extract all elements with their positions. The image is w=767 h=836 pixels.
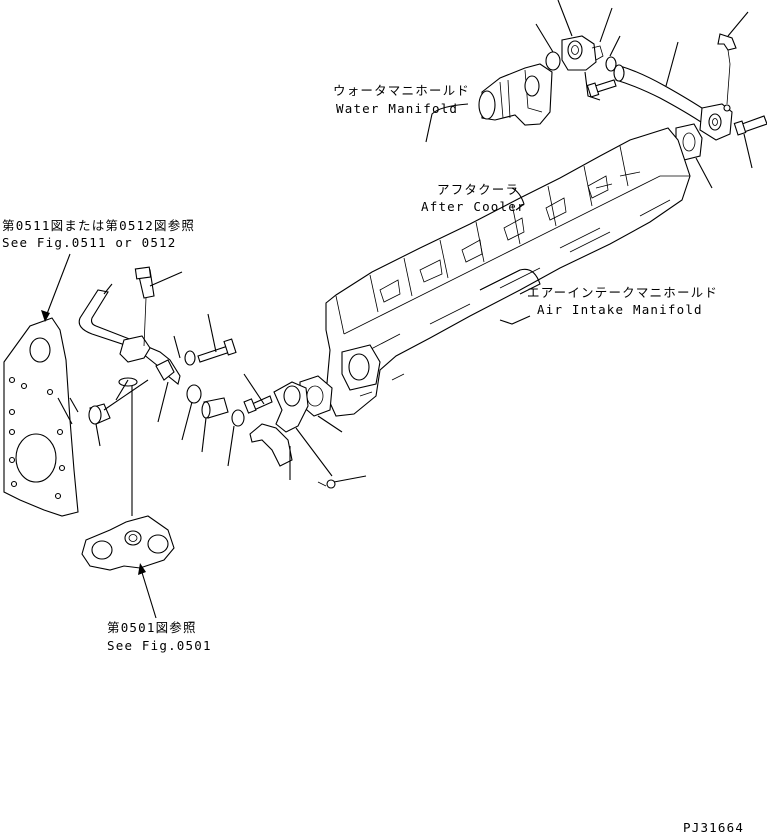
plug-bolt bbox=[317, 479, 336, 489]
water-outlet-connector bbox=[561, 35, 604, 71]
water-manifold-oring bbox=[545, 51, 561, 71]
sleeve-left bbox=[88, 403, 111, 425]
after-cooler bbox=[325, 127, 691, 417]
mounting-plate bbox=[3, 317, 79, 517]
oring-left bbox=[118, 377, 138, 387]
drawing-code: PJ31664 bbox=[683, 820, 744, 835]
fig-0501-label-jp: 第0501図参照 bbox=[107, 620, 197, 635]
washer-left bbox=[184, 350, 196, 366]
bolt-long bbox=[197, 338, 237, 363]
water-manifold-label-jp: ウォータマニホールド bbox=[333, 83, 470, 98]
fig-0511-label-en: See Fig.0511 or 0512 bbox=[2, 235, 177, 250]
clamp-center bbox=[231, 409, 245, 427]
clip-top-right bbox=[717, 33, 737, 112]
elbow-connector bbox=[273, 381, 309, 433]
air-intake-label-jp: エアーインテークマニホールド bbox=[527, 285, 718, 300]
leader-lines bbox=[57, 0, 753, 516]
after-cooler-label-en: After Cooler bbox=[421, 199, 526, 214]
hose-short bbox=[201, 397, 229, 419]
label-pointers bbox=[41, 103, 541, 619]
fig-0511-label-jp: 第0511図または第0512図参照 bbox=[2, 218, 195, 233]
clamp-left bbox=[186, 384, 202, 404]
flange-adapter bbox=[81, 515, 175, 571]
bolt-right bbox=[733, 115, 767, 136]
bent-pipe bbox=[249, 423, 293, 467]
fig-0501-label-en: See Fig.0501 bbox=[107, 638, 212, 653]
bolt-upper-left bbox=[134, 266, 155, 347]
water-manifold bbox=[478, 63, 553, 126]
air-intake-label-en: Air Intake Manifold bbox=[537, 302, 703, 317]
after-cooler-label-jp: アフタクーラ bbox=[437, 182, 519, 197]
bolt-top bbox=[586, 79, 617, 98]
oil-tube bbox=[78, 289, 181, 385]
water-pipe bbox=[613, 64, 733, 141]
oring-small bbox=[605, 56, 617, 72]
water-manifold-label-en: Water Manifold bbox=[336, 101, 458, 116]
bolt-elbow bbox=[243, 395, 273, 414]
